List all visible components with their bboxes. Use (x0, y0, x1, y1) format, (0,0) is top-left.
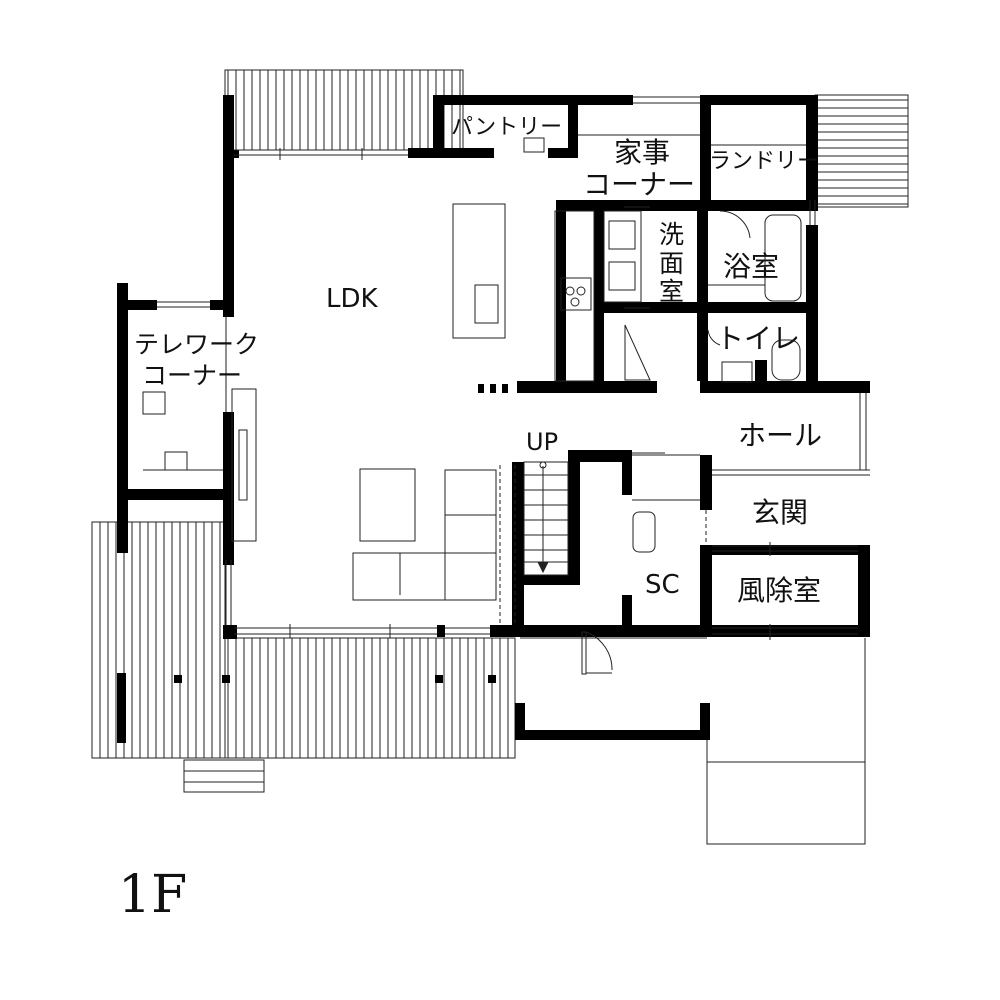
label-hall: ホール (738, 419, 822, 452)
kitchen (452, 137, 595, 382)
kitchen-island (452, 203, 506, 339)
label-washroom-3: 室 (659, 277, 684, 306)
fixtures (603, 210, 802, 553)
pantry-door (523, 137, 545, 153)
furniture (142, 388, 497, 601)
label-toilet: トイレ (716, 322, 800, 355)
entrance-door (581, 631, 587, 675)
island-sink (474, 284, 499, 324)
label-washroom-2: 面 (659, 249, 684, 278)
label-entrance: 玄関 (752, 496, 808, 529)
label-telework-2: コーナー (142, 361, 242, 390)
bottom-deck (224, 637, 516, 759)
shoe-cabinet-tub (632, 511, 656, 553)
kitchen-counter (554, 210, 595, 382)
coffee-table (359, 468, 416, 542)
deck-step (183, 759, 265, 793)
label-storage: SC (645, 570, 680, 600)
bathtub (764, 214, 802, 302)
label-stairs-up: UP (526, 428, 558, 456)
windows (157, 96, 867, 640)
top-deck (224, 69, 464, 151)
washroom-door-swing (624, 324, 651, 381)
right-deck (814, 94, 909, 208)
washroom-vanity (603, 210, 642, 303)
telework-desk (142, 391, 166, 415)
label-housework-2: コーナー (583, 168, 695, 201)
label-windbreak: 風除室 (737, 574, 821, 607)
room-labels: LDK パントリー 家事 コーナー ランドリー 洗 面 室 浴室 トイレ テレワ… (118, 115, 822, 925)
stairs (523, 461, 569, 576)
label-washroom-1: 洗 (659, 220, 684, 249)
label-housework-1: 家事 (614, 136, 670, 169)
decks (91, 69, 909, 845)
sofa (352, 552, 497, 601)
approach-slab (706, 761, 866, 845)
doors (581, 206, 665, 675)
toilet-sink (721, 361, 753, 383)
left-deck (91, 521, 226, 759)
floor-label: 1F (118, 865, 187, 925)
label-telework-1: テレワーク (134, 330, 259, 359)
deck-posts (117, 673, 496, 743)
label-bath: 浴室 (723, 250, 779, 283)
label-ldk: LDK (326, 284, 379, 314)
partitions (499, 134, 870, 625)
tv-board (231, 388, 257, 542)
toilet-bowl (771, 339, 801, 381)
label-laundry: ランドリー (709, 149, 819, 174)
label-pantry: パントリー (451, 115, 562, 140)
sofa-chaise (444, 469, 497, 601)
cooktop (560, 277, 592, 311)
